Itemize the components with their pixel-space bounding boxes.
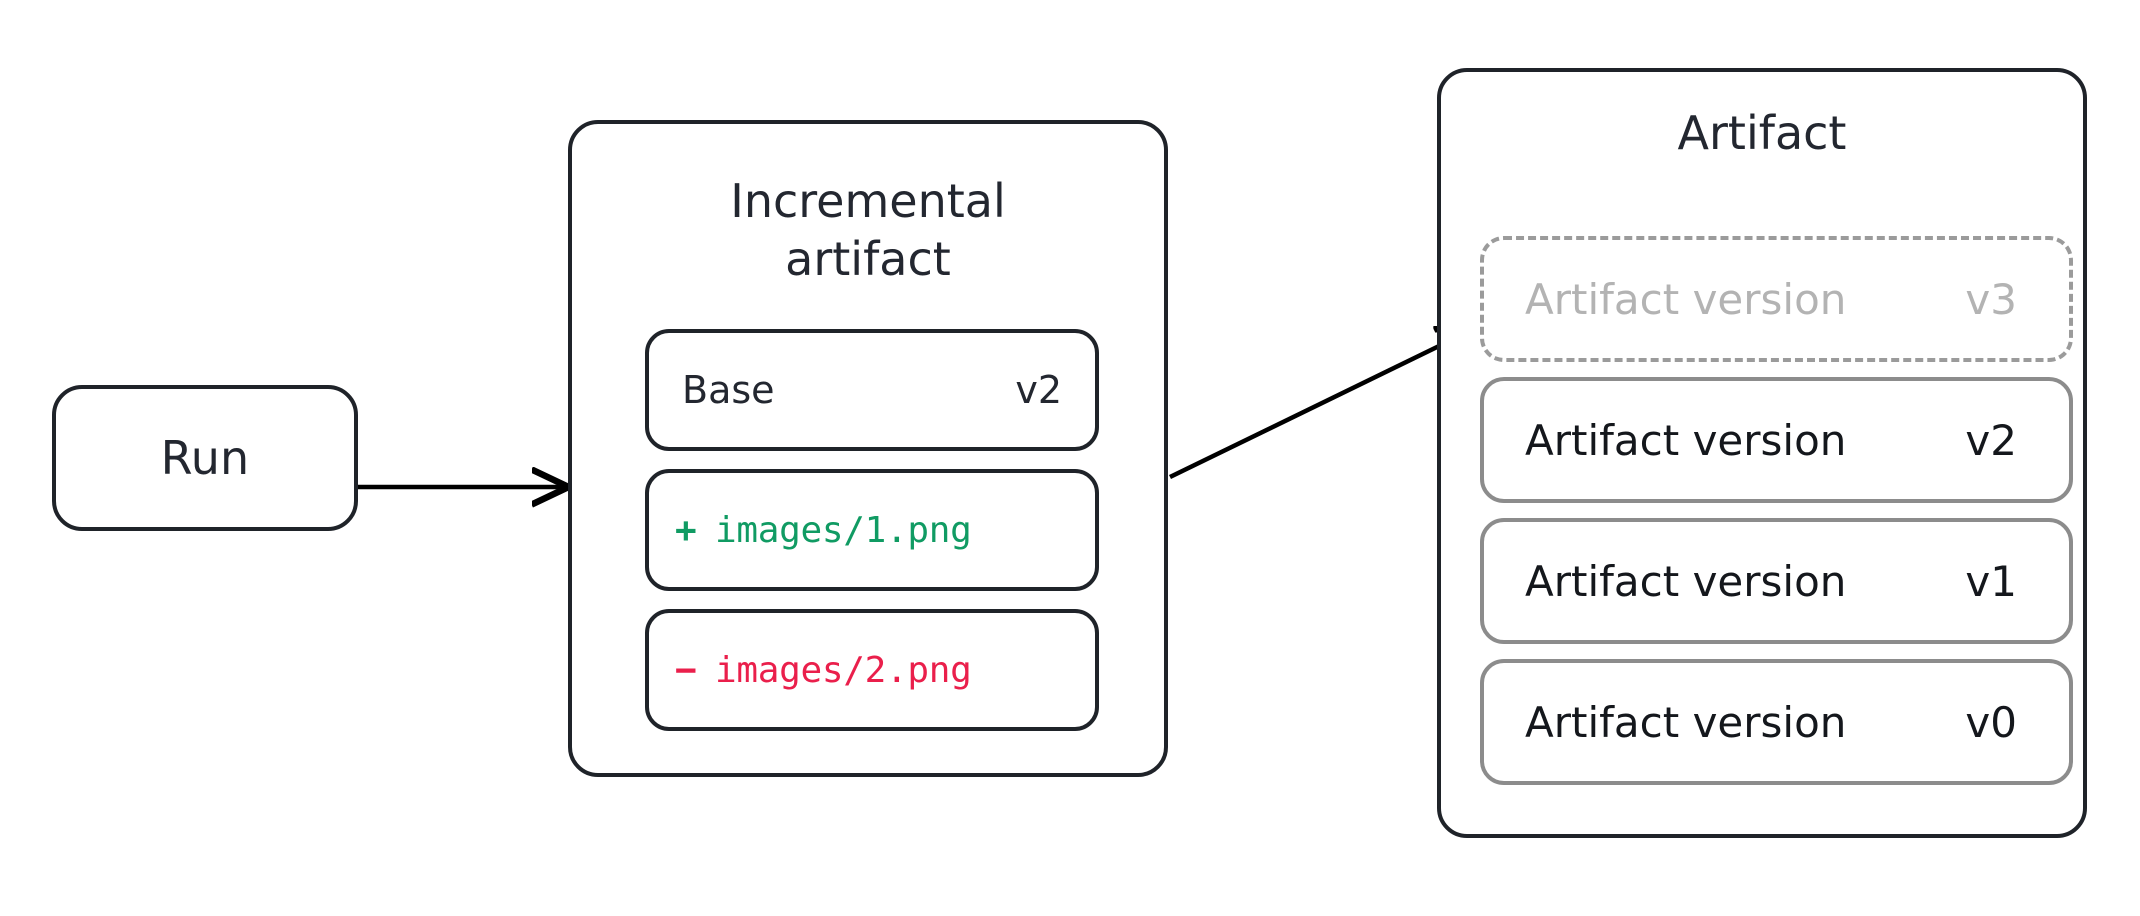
- artifact-version-row-v2-name: Artifact version: [1525, 415, 1847, 465]
- incremental-row-added-file-path: images/1.png: [715, 509, 972, 551]
- incremental-row-added-file[interactable]: + images/1.png: [645, 469, 1099, 591]
- plus-icon: +: [675, 509, 697, 551]
- artifact-version-row-v2-version: v2: [1965, 415, 2017, 465]
- incremental-artifact-title: Incremental artifact: [730, 174, 1006, 286]
- artifact-version-row-v0-name: Artifact version: [1525, 697, 1847, 747]
- artifact-version-row-v0[interactable]: Artifact version v0: [1480, 659, 2073, 785]
- artifact-version-row-v1-name: Artifact version: [1525, 556, 1847, 606]
- artifact-version-row-v3[interactable]: Artifact version v3: [1480, 236, 2073, 362]
- artifact-version-list: Artifact version v3 Artifact version v2 …: [1480, 236, 2073, 785]
- incremental-artifact-rows: Base v2 + images/1.png − images/2.png: [645, 329, 1099, 731]
- artifact-title: Artifact: [1677, 106, 1847, 160]
- run-node-label: Run: [160, 431, 250, 485]
- artifact-version-row-v0-version: v0: [1965, 697, 2017, 747]
- artifact-version-row-v1-version: v1: [1965, 556, 2017, 606]
- arrow-incremental-to-artifact: [1169, 330, 1472, 480]
- minus-icon: −: [675, 649, 697, 691]
- incremental-row-base[interactable]: Base v2: [645, 329, 1099, 451]
- artifact-version-row-v2[interactable]: Artifact version v2: [1480, 377, 2073, 503]
- artifact-version-row-v1[interactable]: Artifact version v1: [1480, 518, 2073, 644]
- run-node[interactable]: Run: [52, 385, 358, 531]
- artifact-card[interactable]: Artifact Artifact version v3 Artifact ve…: [1437, 68, 2087, 838]
- incremental-row-removed-file-path: images/2.png: [715, 649, 972, 691]
- incremental-artifact-card[interactable]: Incremental artifact Base v2 + images/1.…: [568, 120, 1168, 777]
- artifact-version-row-v3-name: Artifact version: [1525, 274, 1847, 324]
- artifact-version-row-v3-version: v3: [1965, 274, 2017, 324]
- incremental-row-base-name: Base: [682, 368, 775, 412]
- incremental-row-base-version: v2: [1015, 368, 1062, 412]
- incremental-row-removed-file[interactable]: − images/2.png: [645, 609, 1099, 731]
